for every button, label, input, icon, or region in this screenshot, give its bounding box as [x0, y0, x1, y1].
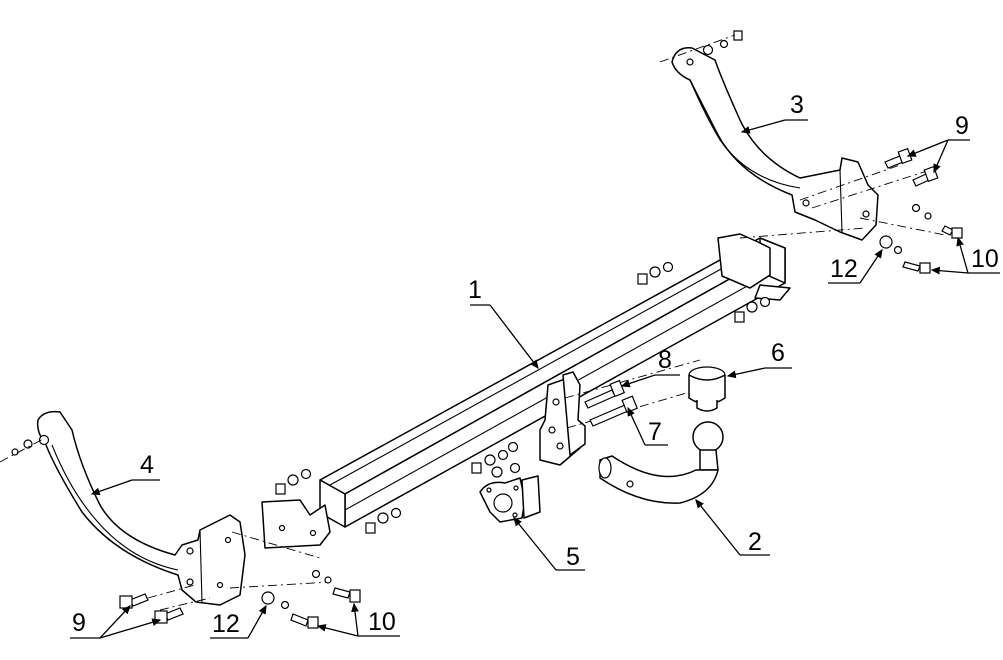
socket-mounting-plate — [479, 475, 541, 523]
centre-ball-bracket — [539, 371, 586, 466]
callout-7: 7 — [648, 418, 662, 446]
callout-3: 3 — [790, 91, 804, 119]
right-side-arm — [671, 30, 879, 241]
right-beam-plate — [717, 233, 791, 301]
callout-10-right: 10 — [971, 245, 999, 273]
callout-labels: 1 2 3 4 5 6 7 8 9 9 10 10 12 12 — [72, 91, 999, 638]
callout-2: 2 — [748, 528, 762, 556]
callout-leaders — [70, 119, 1000, 639]
callout-5: 5 — [566, 543, 580, 571]
callout-12-left: 12 — [212, 610, 240, 638]
left-beam-plate — [261, 499, 331, 549]
callout-1: 1 — [468, 276, 482, 304]
assembly-axis-lines — [0, 34, 946, 611]
callout-9-left: 9 — [72, 609, 86, 637]
callout-9-right: 9 — [955, 112, 969, 140]
left-side-arm — [11, 410, 246, 606]
callout-4: 4 — [140, 451, 154, 479]
callout-12-right: 12 — [830, 255, 858, 283]
callout-8: 8 — [658, 346, 672, 374]
tow-ball-neck — [598, 421, 724, 504]
callout-6: 6 — [771, 339, 785, 367]
tow-ball-cap — [688, 366, 726, 412]
hardware-nuts-washers — [261, 203, 932, 610]
callout-10-left: 10 — [368, 608, 396, 636]
